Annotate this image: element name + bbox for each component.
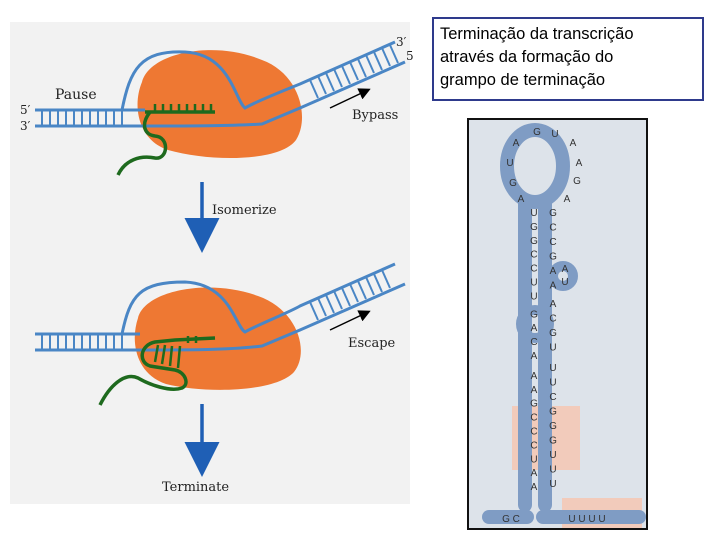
stem-nucleotide-left: G: [530, 236, 538, 247]
downstream-dna-bottom: [309, 269, 391, 321]
stem-nucleotide-left: U: [530, 291, 537, 302]
bypass-label: Bypass: [352, 108, 398, 123]
stem-nucleotide-left: C: [530, 337, 537, 348]
title-line-3: grampo de terminação: [440, 71, 606, 89]
rna-polymerase-top: [137, 50, 303, 159]
stem-nucleotide-left: C: [530, 440, 537, 451]
stem-nucleotide-left: A: [531, 482, 538, 493]
loop-nucleotide: A: [513, 138, 520, 149]
upstream-dna-bottom: [35, 332, 140, 352]
stem-nucleotide-left: U: [530, 208, 537, 219]
title-line-1: Terminação da transcrição: [440, 25, 634, 43]
stem-nucleotide-right: U: [549, 450, 556, 461]
rna-polymerase-bottom: [134, 287, 301, 390]
pause-label: Pause: [55, 87, 97, 103]
stem-nucleotide-right: C: [549, 314, 556, 325]
stem-nucleotide-right: U: [549, 378, 556, 389]
loop-nucleotide: A: [570, 138, 577, 149]
stem-nucleotide-right: A: [550, 281, 557, 292]
stem-nucleotide-right: G: [549, 421, 557, 432]
stem-nucleotide-right: C: [549, 223, 556, 234]
stem-nucleotide-right: U: [549, 465, 556, 476]
escape-label: Escape: [348, 336, 396, 351]
loop-nucleotide: A: [518, 194, 525, 205]
bulge-nucleotide: A: [562, 264, 569, 275]
five-prime-label: 5′: [20, 103, 31, 117]
stem-nucleotide-right: C: [549, 392, 556, 403]
bulge-nucleotide: U: [561, 277, 568, 288]
loop-nucleotide: G: [509, 178, 517, 189]
paused-complex: Pause 5′ 3′ 3′ 5 Bypass: [20, 35, 414, 176]
loop-nucleotide: U: [551, 129, 558, 140]
bypass-arrow: [329, 88, 371, 109]
stem-nucleotide-right: U: [549, 363, 556, 374]
stem-nucleotide-left: G: [530, 399, 538, 410]
hairpin-complex: Escape: [35, 262, 406, 406]
stem-nucleotide-left: G: [530, 309, 538, 320]
rna-hairpin-bottom: [98, 336, 216, 406]
stem-nucleotide-left: A: [531, 351, 538, 362]
five-top-label: 5: [406, 49, 414, 63]
slide-title: Terminação da transcrição através da for…: [432, 17, 704, 101]
terminate-label: Terminate: [162, 480, 229, 495]
stem-nucleotide-left: A: [531, 371, 538, 382]
upstream-dna-top: [35, 108, 145, 128]
loop-nucleotide: A: [564, 194, 571, 205]
stem-nucleotide-left: C: [530, 413, 537, 424]
stem-nucleotide-right: G: [549, 407, 557, 418]
rna-transcript-top: [116, 104, 215, 176]
stem-nucleotide-right: U: [549, 479, 556, 490]
title-line-2: através da formação do: [440, 48, 614, 66]
stem-nucleotide-left: G: [530, 222, 538, 233]
loop-nucleotide: U: [506, 158, 513, 169]
stem-nucleotide-right: G: [549, 208, 557, 219]
stem-nucleotide-right: G: [549, 252, 557, 263]
escape-arrow: [329, 310, 371, 331]
isomerize-label: Isomerize: [212, 203, 277, 218]
stem-nucleotide-left: U: [530, 454, 537, 465]
three-prime-top-label: 3′: [396, 35, 407, 49]
stem-nucleotide-left: U: [530, 278, 537, 289]
stem-nucleotide-right: A: [550, 266, 557, 277]
stem-nucleotide-right: G: [549, 328, 557, 339]
stem-nucleotide-left: A: [531, 385, 538, 396]
stem-nucleotide-right: G: [549, 436, 557, 447]
loop-nucleotide: G: [533, 127, 541, 138]
three-prime-label: 3′: [20, 119, 31, 133]
stem-nucleotide-right: C: [549, 237, 556, 248]
loop-nucleotide: A: [576, 158, 583, 169]
stem-nucleotide-left: C: [530, 250, 537, 261]
stem-nucleotide-left: A: [531, 323, 538, 334]
stem-nucleotide-left: A: [531, 468, 538, 479]
downstream-dna-top: [309, 44, 399, 99]
stem-nucleotide-right: U: [549, 343, 556, 354]
base-left-nucleotides: G C: [502, 514, 520, 525]
stem-nucleotide-left: C: [530, 264, 537, 275]
loop-nucleotide: G: [573, 176, 581, 187]
base-right-nucleotides: U U U U: [568, 514, 605, 525]
stem-nucleotide-left: C: [530, 427, 537, 438]
stem-nucleotide-right: A: [550, 299, 557, 310]
